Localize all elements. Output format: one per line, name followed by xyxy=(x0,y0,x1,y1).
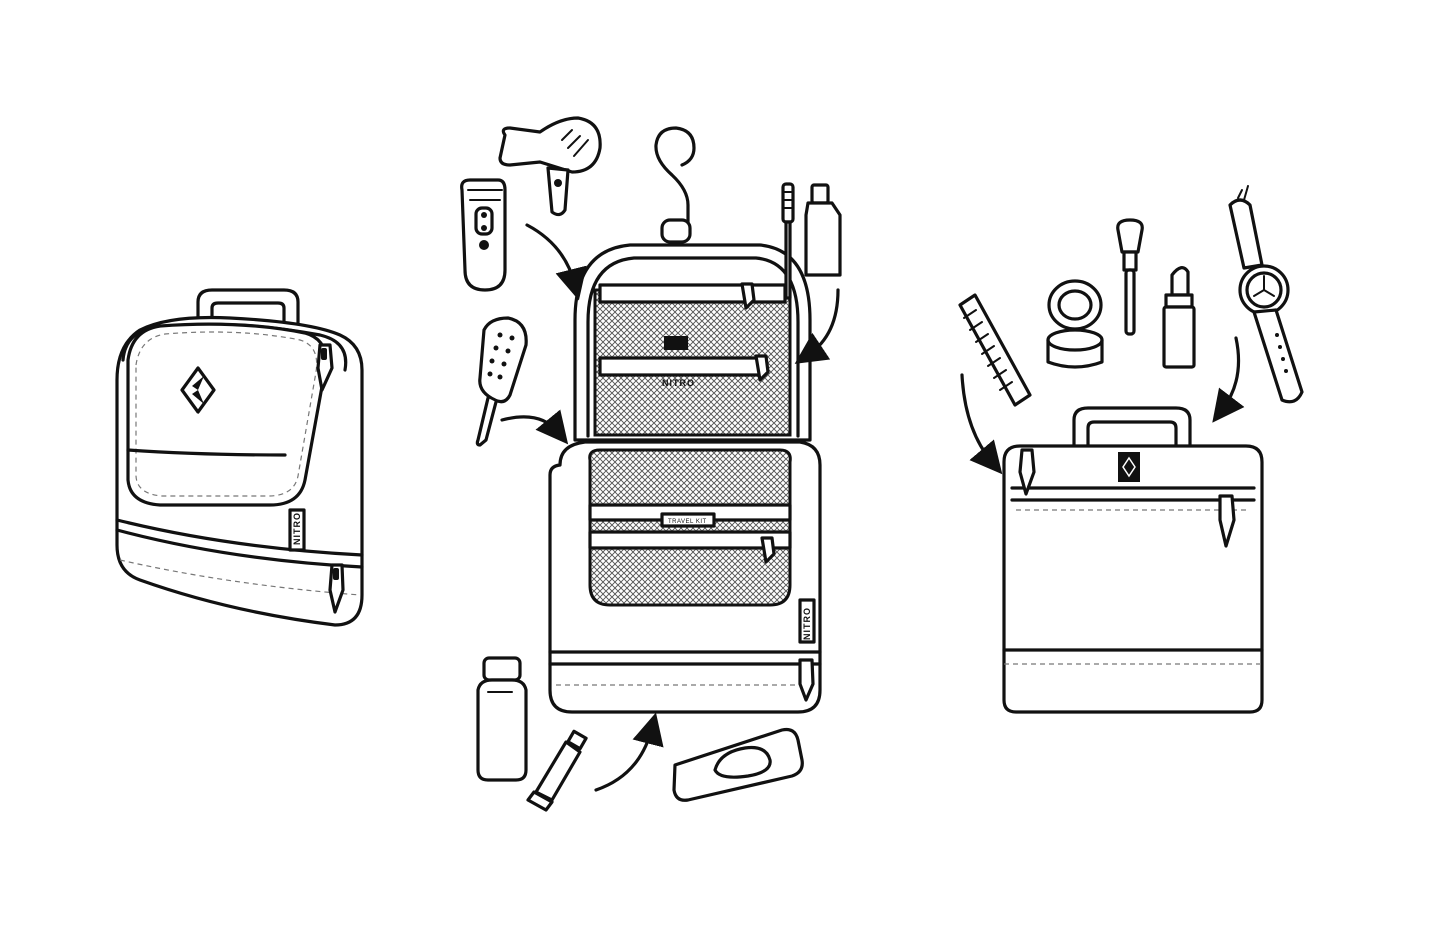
side-brand-tag xyxy=(798,598,816,644)
hanger-hook xyxy=(654,126,696,228)
lipstick-icon xyxy=(1162,266,1196,369)
side-brand-tag-label: NITRO xyxy=(802,607,812,640)
inner-zip xyxy=(588,530,792,550)
zipper-pull-top xyxy=(316,343,334,392)
inner-tag-text: TRAVEL KIT xyxy=(668,519,707,525)
back-body xyxy=(1002,444,1264,714)
back-handle xyxy=(1072,406,1192,448)
inner-tag xyxy=(660,512,716,528)
middle-zip-line xyxy=(115,518,364,557)
back-logo-tag xyxy=(1118,452,1140,482)
back-zip-pull-left xyxy=(1018,448,1036,496)
hair-brush-icon xyxy=(475,316,528,447)
lid-zip-2 xyxy=(598,356,767,377)
arrow-to-body-left xyxy=(500,409,569,445)
arrow-to-back-right xyxy=(1212,336,1245,423)
lower-zip-pull xyxy=(798,658,815,702)
nitro-logo xyxy=(180,366,216,414)
brand-tag-label: NITRO xyxy=(292,512,302,545)
panel-back-bag xyxy=(1002,406,1264,714)
lid-zip-1 xyxy=(598,283,787,304)
brand-tag xyxy=(288,508,306,552)
toothbrush-icon xyxy=(781,182,795,300)
panel-closed-bag: NITRO xyxy=(115,288,364,627)
zipper-pull-bottom xyxy=(328,563,345,614)
lid-zip-pull-1 xyxy=(740,282,756,310)
arrow-to-bottom xyxy=(594,712,664,792)
front-flap xyxy=(126,322,328,507)
hair-dryer-icon xyxy=(498,116,602,217)
wristwatch-icon xyxy=(1228,185,1304,404)
shampoo-bottle-icon xyxy=(476,656,528,782)
cream-tube-icon xyxy=(526,729,588,812)
back-zip-pull-right xyxy=(1218,494,1236,548)
handle xyxy=(196,288,300,337)
hook-plate xyxy=(660,218,692,244)
lid-zip-pull-2 xyxy=(754,354,770,382)
arrow-to-lid-right xyxy=(794,288,840,364)
makeup-brush-icon xyxy=(1116,218,1144,336)
lid-label-patch xyxy=(664,336,688,350)
panel-open-bag: NITRO TRAVEL KIT NITRO xyxy=(548,126,822,714)
arrow-to-lid-left xyxy=(525,223,587,301)
handle-inner xyxy=(210,301,286,332)
wipes-pack-icon xyxy=(672,727,804,802)
epilator-icon xyxy=(460,178,507,292)
compact-powder-icon xyxy=(1046,279,1104,369)
inner-zip-pull xyxy=(760,536,776,564)
toothpaste-icon xyxy=(804,183,842,277)
comb-icon xyxy=(958,293,1032,407)
arrow-to-back-left xyxy=(960,373,1003,475)
lid-brand-text: NITRO xyxy=(662,378,695,388)
flap-seam xyxy=(126,448,287,457)
